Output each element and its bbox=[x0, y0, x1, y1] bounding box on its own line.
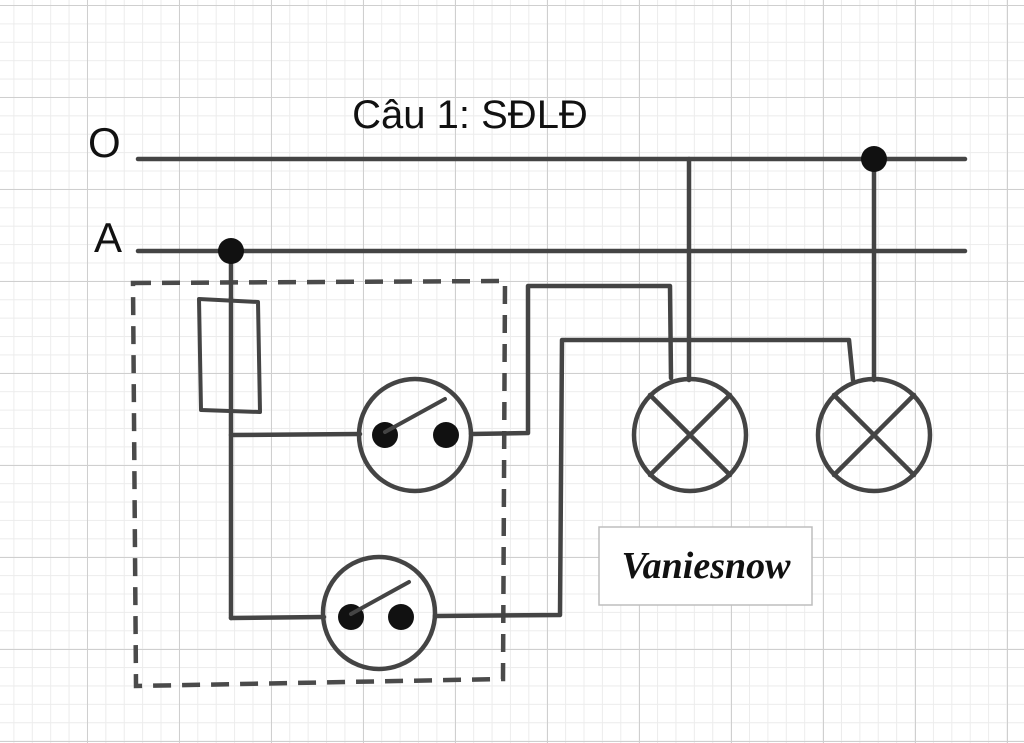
switch-2-output-wire bbox=[432, 337, 856, 619]
fuse-symbol bbox=[197, 297, 262, 414]
lamp-symbol bbox=[815, 376, 933, 494]
neutral-junction-node bbox=[861, 146, 887, 172]
neutral-line-label: O bbox=[88, 119, 121, 166]
watermark-text: Vaniesnow bbox=[622, 545, 792, 587]
phase-junction-node bbox=[218, 238, 244, 264]
watermark-box bbox=[598, 526, 813, 606]
diagram-title: Câu 1: SĐLĐ bbox=[352, 93, 588, 137]
switch-1-output-wire bbox=[468, 283, 674, 437]
switch-2-input-wire bbox=[228, 614, 327, 621]
phase-line-label: A bbox=[94, 214, 122, 261]
switch-1-input-wire bbox=[228, 431, 363, 438]
switch-symbol bbox=[356, 376, 474, 494]
lamp-symbol bbox=[631, 376, 749, 494]
control-panel-boundary bbox=[130, 278, 508, 689]
switch-symbol bbox=[320, 554, 438, 672]
